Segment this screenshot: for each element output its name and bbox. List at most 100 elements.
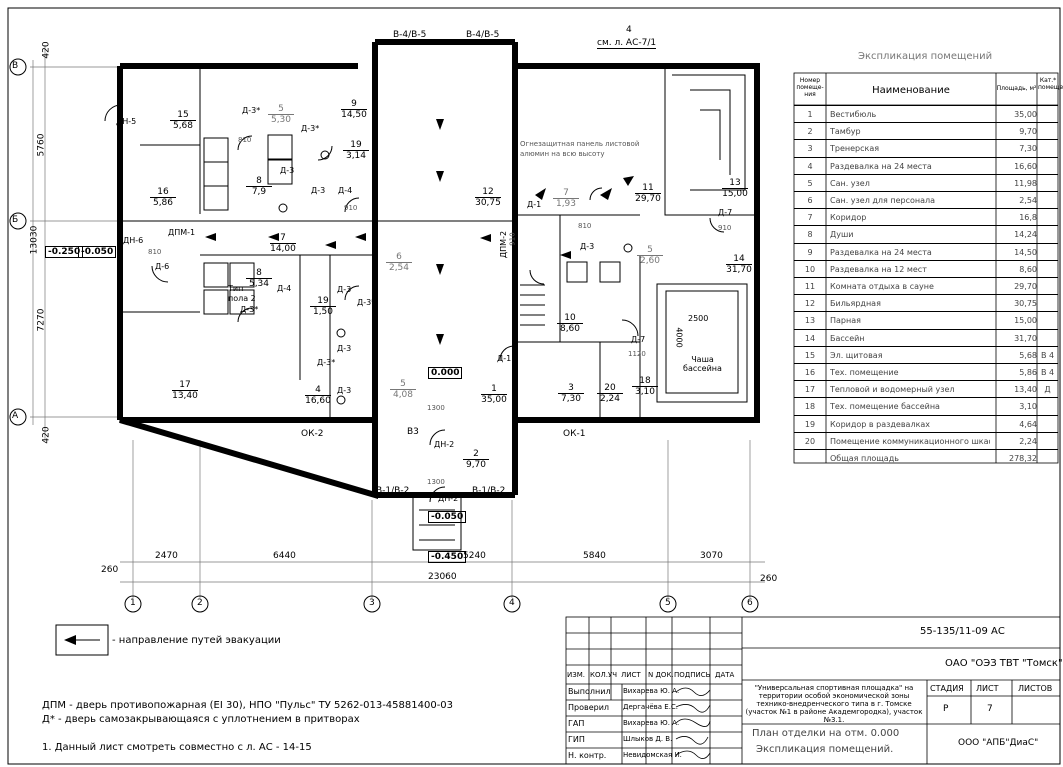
stamp-col: КОЛ.УЧ	[590, 671, 618, 679]
stamp-client: ОАО "ОЭЗ ТВТ "Томск"	[945, 658, 1063, 669]
stamp-role: Выполнил	[568, 687, 611, 696]
explication-cell: 5,68	[1019, 350, 1037, 360]
door-label: ДПМ-1	[168, 228, 196, 237]
grid-lines	[30, 45, 765, 598]
explication-cell: 15,00	[1014, 316, 1037, 326]
explication-cell: Раздевалка на 12 мест	[830, 264, 927, 274]
explication-cell: 4,64	[1019, 419, 1037, 429]
door-label: Д-1	[527, 200, 542, 209]
explication-cell: Бильярдная	[830, 299, 881, 309]
dim-edge-right: 260	[760, 574, 778, 584]
door-width: 810	[578, 222, 592, 230]
dim-left-4: 7270	[36, 308, 47, 332]
dim-left-2: 5760	[36, 133, 47, 157]
explication-cell: 19	[804, 419, 816, 429]
explication-cell: 12	[804, 299, 816, 309]
door-label: Д-4	[277, 284, 292, 293]
explication-cell: 30,75	[1014, 299, 1037, 309]
explication-cell: 17	[804, 385, 816, 395]
explication-row: 12 Бильярдная 30,75	[794, 294, 1058, 311]
dim-total: 23060	[428, 572, 457, 582]
explication-cell: 16,8	[1019, 213, 1037, 223]
level-mark: -0.050	[78, 246, 117, 258]
legend-box	[55, 624, 109, 656]
axis-label-1: 1	[130, 598, 136, 608]
explication-cell: Бассейн	[830, 333, 865, 343]
door-label: Д-6	[155, 262, 170, 271]
explication-cell: 35,00	[1014, 110, 1037, 119]
stamp-role: Н. контр.	[568, 751, 607, 760]
explication-cell: Д	[1044, 385, 1051, 395]
window-label: В3	[407, 427, 419, 437]
axis-label-2: 2	[197, 598, 203, 608]
explication-cell: 8	[807, 230, 813, 240]
stamp-stage: Р	[943, 704, 949, 714]
door-label: Д-1	[497, 354, 512, 363]
door-label: ДН-6	[123, 236, 144, 245]
axis-label-v: В	[12, 61, 19, 71]
explication-cell: Эл. щитовая	[830, 350, 883, 360]
explication-cell: Раздевалка на 24 места	[830, 161, 932, 171]
door-label: Д-3	[311, 186, 326, 195]
explication-cell: Тех. помещение бассейна	[830, 402, 940, 412]
explication-cell: 14	[804, 333, 816, 343]
explication-cell: 278,32	[1009, 454, 1037, 463]
explication-row: 14 Бассейн 31,70	[794, 328, 1058, 346]
stamp-name: Вихарева Ю. А.	[623, 687, 680, 695]
explication-header: Площадь, м²	[996, 85, 1037, 92]
explication-cell: Тренерская	[830, 144, 880, 154]
explication-cell: 5,86	[1019, 368, 1037, 377]
axis-bubbles	[9, 58, 759, 613]
stamp-sheet-header: ЛИСТ	[976, 684, 999, 693]
sheet-border	[7, 7, 1061, 765]
door-label: ДПМ-2	[499, 230, 509, 259]
dim-bottom-5: 3070	[700, 551, 723, 561]
window-label: ОК-1	[563, 429, 586, 439]
explication-cell: Коридор	[830, 213, 867, 223]
explication-cell: 7	[807, 213, 813, 223]
explication-cell: 29,70	[1014, 282, 1037, 291]
explication-cell: Души	[830, 230, 854, 240]
window-label: В-4/В-5	[393, 30, 427, 40]
explication-cell: 2,24	[1019, 436, 1037, 446]
dim-left-1: 420	[41, 41, 52, 59]
note-line: ДПМ - дверь противопожарная (EI 30), НПО…	[42, 700, 454, 711]
explication-row: 8 Души 14,24	[794, 225, 1058, 242]
explication-cell: 4	[807, 161, 813, 171]
pool-height: 4000	[674, 327, 684, 348]
sanitary-fixtures	[203, 134, 633, 405]
explication-cell: 31,70	[1014, 333, 1037, 343]
dim-bottom-4: 5840	[583, 551, 606, 561]
door-label: Д-3*	[242, 106, 261, 115]
explication-cell: В 4	[1040, 350, 1055, 360]
explication-cell: Сан. узел	[830, 178, 870, 188]
panel-note: Огнезащитная панель листовой алюмин на в…	[520, 140, 640, 158]
explication-title: Экспликация помещений	[858, 51, 993, 62]
dim-left-3: 13030	[29, 225, 40, 255]
door-label: Д-3	[280, 166, 295, 175]
door-width: 910	[718, 224, 732, 232]
door-label: Д-3*	[240, 305, 259, 314]
axis-label-4: 4	[509, 598, 515, 608]
explication-cell: 14,24	[1014, 230, 1037, 240]
explication-cell: Тамбур	[830, 127, 861, 137]
